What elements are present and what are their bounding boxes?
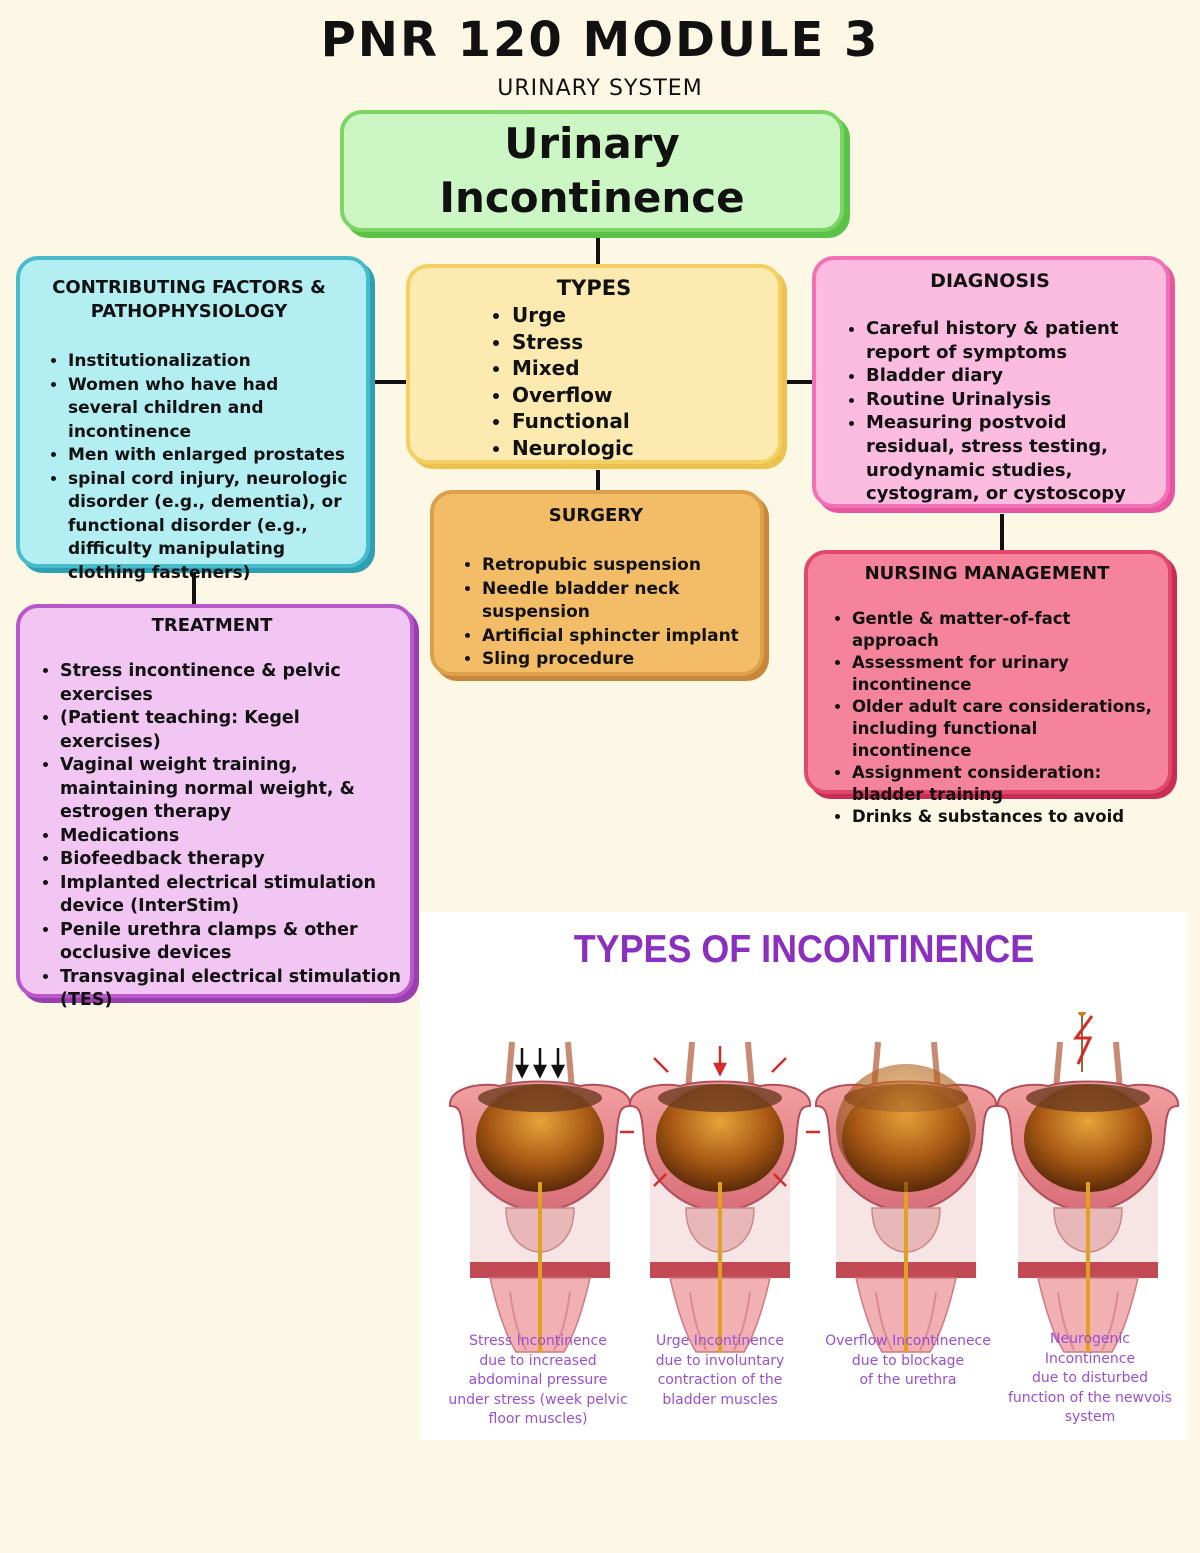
connector-contrib-types — [374, 380, 408, 384]
caption-line: abdominal pressure — [468, 1372, 608, 1388]
caption-line: due to involuntary — [655, 1352, 785, 1369]
contributing-title-line1: CONTRIBUTING FACTORS & — [52, 277, 326, 298]
bladder-diagrams — [420, 1012, 1188, 1432]
caption-overflow: Overflow Incontinenece due to blockage o… — [812, 1332, 1004, 1391]
overflow-bladder-figure — [816, 1042, 996, 1352]
list-item: Men with enlarged prostates — [68, 444, 352, 468]
caption-line: Neurogenic — [1050, 1331, 1130, 1347]
caption-line: due to disturbed — [1032, 1370, 1148, 1386]
nursing-title: NURSING MANAGEMENT — [864, 563, 1110, 584]
diagnosis-box: DIAGNOSIS Careful history & patient repo… — [812, 256, 1170, 508]
list-item: Stress incontinence & pelvic exercises — [60, 660, 404, 707]
list-item: Gentle & matter-of-fact approach — [852, 608, 1162, 652]
caption-line: floor muscles) — [488, 1411, 588, 1427]
caption-urge: Urge Incontinence due to involuntary con… — [632, 1332, 808, 1410]
list-item: Assignment consideration: bladder traini… — [852, 762, 1162, 806]
neurogenic-bladder-figure — [998, 1012, 1178, 1352]
caption-line: due to increased — [479, 1352, 597, 1369]
connector-types-diagnosis — [786, 380, 814, 384]
page-title: PNR 120 MODULE 3 — [320, 12, 880, 68]
urge-bladder-figure — [620, 1042, 820, 1352]
caption-line: Incontinence — [1044, 1350, 1136, 1367]
list-item: Routine Urinalysis — [866, 388, 1156, 412]
connector-diagnosis-nursing — [1000, 514, 1004, 552]
list-item: (Patient teaching: Kegel exercises) — [60, 707, 404, 754]
list-item: Needle bladder neck suspension — [482, 578, 752, 625]
illustration-title: TYPES OF INCONTINENCE — [573, 928, 1035, 971]
treatment-list: Stress incontinence & pelvic exercises (… — [20, 660, 404, 1013]
list-item: Medications — [60, 825, 404, 849]
connector-types-surgery — [596, 470, 600, 492]
connector-contrib-treatment — [192, 572, 196, 606]
list-item: Women who have had several children and … — [68, 374, 352, 445]
caption-line: of the urethra — [859, 1372, 957, 1388]
list-item: Retropubic suspension — [482, 554, 752, 578]
list-item: Stress — [512, 329, 768, 356]
caption-line: Overflow Incontinenece — [825, 1333, 991, 1349]
caption-line: Stress Incontinence — [469, 1333, 607, 1349]
list-item: Neurologic — [512, 435, 768, 462]
list-item: Bladder diary — [866, 364, 1156, 388]
list-item: Functional — [512, 408, 768, 435]
contributing-list: Institutionalization Women who have had … — [26, 350, 352, 585]
diagnosis-title: DIAGNOSIS — [930, 270, 1050, 292]
stress-bladder-figure — [450, 1042, 630, 1352]
list-item: Implanted electrical stimulation device … — [60, 872, 404, 919]
surgery-box: SURGERY Retropubic suspension Needle bla… — [430, 490, 764, 676]
nursing-list: Gentle & matter-of-fact approach Assessm… — [812, 608, 1162, 828]
treatment-box: TREATMENT Stress incontinence & pelvic e… — [16, 604, 414, 1010]
list-item: Sling procedure — [482, 648, 752, 672]
list-item: Vaginal weight training, maintaining nor… — [60, 754, 404, 825]
contributing-title: CONTRIBUTING FACTORS & PATHOPHYSIOLOGY — [26, 276, 352, 324]
types-box: TYPES Urge Stress Mixed Overflow Functio… — [406, 264, 782, 464]
caption-line: Urge Incontinence — [656, 1333, 784, 1349]
central-topic-line1: Urinary — [504, 119, 680, 168]
list-item: Assessment for urinary incontinence — [852, 652, 1162, 696]
caption-line: under stress (week pelvic — [448, 1391, 628, 1408]
surgery-title: SURGERY — [548, 505, 644, 526]
list-item: Mixed — [512, 355, 768, 382]
caption-line: contraction of the — [657, 1372, 783, 1388]
caption-line: bladder muscles — [662, 1391, 778, 1408]
caption-line: due to blockage — [851, 1352, 965, 1369]
list-item: Artificial sphincter implant — [482, 625, 752, 649]
page-subtitle: URINARY SYSTEM — [497, 76, 703, 101]
diagnosis-list: Careful history & patient report of symp… — [824, 317, 1156, 506]
list-item: Overflow — [512, 382, 768, 409]
treatment-title: TREATMENT — [151, 615, 273, 636]
caption-line: system — [1064, 1409, 1116, 1425]
contributing-factors-box: CONTRIBUTING FACTORS & PATHOPHYSIOLOGY I… — [16, 256, 370, 583]
list-item: Biofeedback therapy — [60, 848, 404, 872]
list-item: Penile urethra clamps & other occlusive … — [60, 919, 404, 966]
caption-line: function of the newvois — [1008, 1389, 1172, 1406]
list-item: Transvaginal electrical stimulation (TES… — [60, 966, 404, 1013]
list-item: Drinks & substances to avoid — [852, 806, 1162, 828]
connector-main-types — [596, 238, 600, 266]
caption-neurogenic: Neurogenic Incontinence due to disturbed… — [994, 1330, 1186, 1428]
incontinence-illustration: TYPES OF INCONTINENCE — [420, 912, 1188, 1440]
list-item: Measuring postvoid residual, stress test… — [866, 411, 1156, 505]
types-title: TYPES — [556, 276, 632, 300]
list-item: Urge — [512, 302, 768, 329]
list-item: spinal cord injury, neurologic disorder … — [68, 468, 352, 586]
surgery-list: Retropubic suspension Needle bladder nec… — [440, 554, 752, 672]
list-item: Institutionalization — [68, 350, 352, 374]
nursing-management-box: NURSING MANAGEMENT Gentle & matter-of-fa… — [804, 550, 1172, 826]
list-item: Older adult care considerations, includi… — [852, 696, 1162, 762]
caption-stress: Stress Incontinence due to increased abd… — [438, 1332, 638, 1430]
central-topic-line2: Incontinence — [439, 173, 745, 222]
types-list: Urge Stress Mixed Overflow Functional Ne… — [420, 302, 768, 461]
list-item: Careful history & patient report of symp… — [866, 317, 1156, 364]
contributing-title-line2: PATHOPHYSIOLOGY — [90, 301, 288, 322]
central-topic: Urinary Incontinence — [340, 110, 844, 232]
